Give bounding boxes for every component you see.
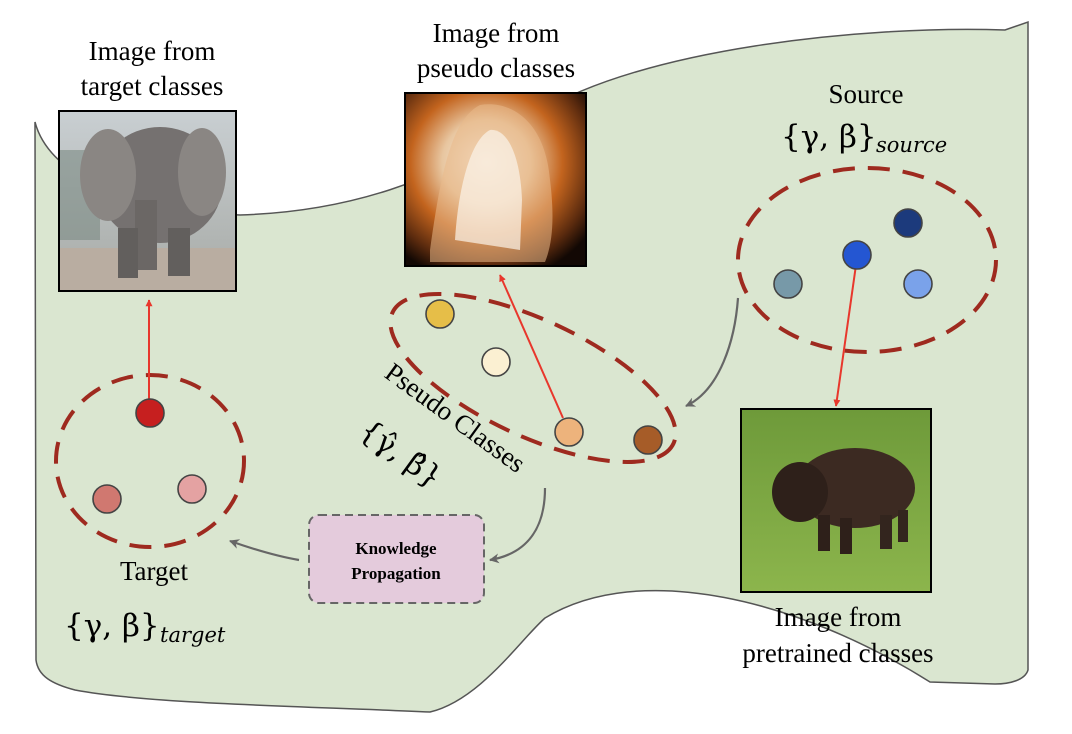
target-image xyxy=(58,110,237,292)
pseudo-dot-cream xyxy=(481,347,511,377)
target-dot-pink xyxy=(177,474,207,504)
knowledge-propagation-box xyxy=(308,514,485,604)
pseudo-dot-brown xyxy=(633,425,663,455)
pretrained-image xyxy=(740,408,932,593)
source-cluster xyxy=(736,166,998,354)
target-image-caption-line2: target classes xyxy=(81,71,224,101)
pseudo-dot-peach xyxy=(554,417,584,447)
target-dot-rose xyxy=(92,484,122,514)
source-params: {γ, β} xyxy=(781,119,877,155)
knowledge-label-line2: Propagation xyxy=(351,564,441,583)
pretrained-image-caption-line1: Image from xyxy=(775,602,902,632)
source-dot-slate xyxy=(773,269,803,299)
target-subscript: target xyxy=(160,623,226,647)
pseudo-image xyxy=(404,92,587,267)
arrow-pseudo-to-knowledge xyxy=(489,487,547,564)
knowledge-label-line1: Knowledge xyxy=(355,539,437,558)
arrow-knowledge-to-target xyxy=(229,539,300,562)
pseudo-image-caption-line1: Image from xyxy=(433,18,560,48)
source-dot-light-blue xyxy=(903,269,933,299)
target-image-caption-line1: Image from xyxy=(89,36,216,66)
arrow-pseudo-dot-to-image xyxy=(499,274,564,419)
pseudo-image-caption-line2: pseudo classes xyxy=(417,53,575,83)
source-subscript: source xyxy=(876,133,947,157)
target-dot-red xyxy=(135,398,165,428)
source-dot-navy xyxy=(893,208,923,238)
source-title: Source xyxy=(829,79,904,109)
target-title: Target xyxy=(120,556,189,586)
pretrained-image-caption-line2: pretrained classes xyxy=(742,638,933,668)
arrow-source-dot-to-image xyxy=(833,264,857,407)
source-dot-blue xyxy=(842,240,872,270)
pseudo-dot-gold xyxy=(425,299,455,329)
arrow-source-to-pseudo xyxy=(685,297,740,407)
pseudo-cluster xyxy=(388,292,678,464)
target-params: {γ, β} xyxy=(64,608,160,644)
